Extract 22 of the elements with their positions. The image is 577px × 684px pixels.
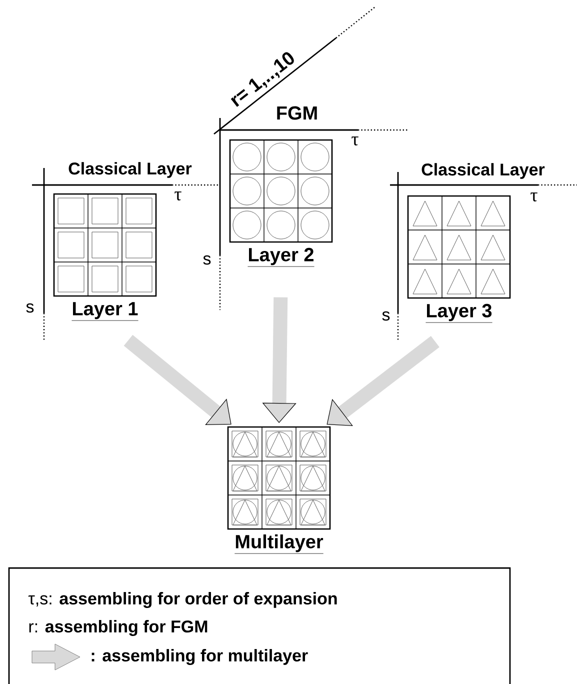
axis-label: s	[203, 255, 211, 265]
legend-text: : assembling for multilayer	[92, 649, 308, 665]
axis-label: τ	[530, 192, 538, 202]
axis-label: s	[26, 303, 34, 313]
legend-text: τ,s: assembling for order of expansion	[28, 592, 337, 608]
layer-type-label: Classical Layer	[422, 163, 545, 179]
layer-grid: Layer 1	[53, 193, 157, 321]
layer-grid: Layer 3	[407, 195, 511, 323]
layer-type-label: FGM	[277, 106, 317, 120]
node-label: Multilayer	[236, 534, 324, 552]
layer-grid: Multilayer	[227, 426, 331, 554]
node-label: Layer 2	[248, 248, 314, 266]
axis-label: τ	[174, 192, 182, 200]
axis-label: τ	[352, 136, 358, 146]
block-arrow	[326, 336, 440, 426]
node-label: Layer 3	[426, 304, 492, 322]
legend-text: r: assembling for FGM	[29, 620, 208, 636]
axis-label: s	[382, 311, 390, 321]
layer-grid: Layer 2	[229, 139, 333, 267]
block-arrow	[124, 334, 232, 426]
node-label: Layer 1	[72, 302, 138, 320]
layer-type-label: Classical Layer	[68, 162, 192, 178]
